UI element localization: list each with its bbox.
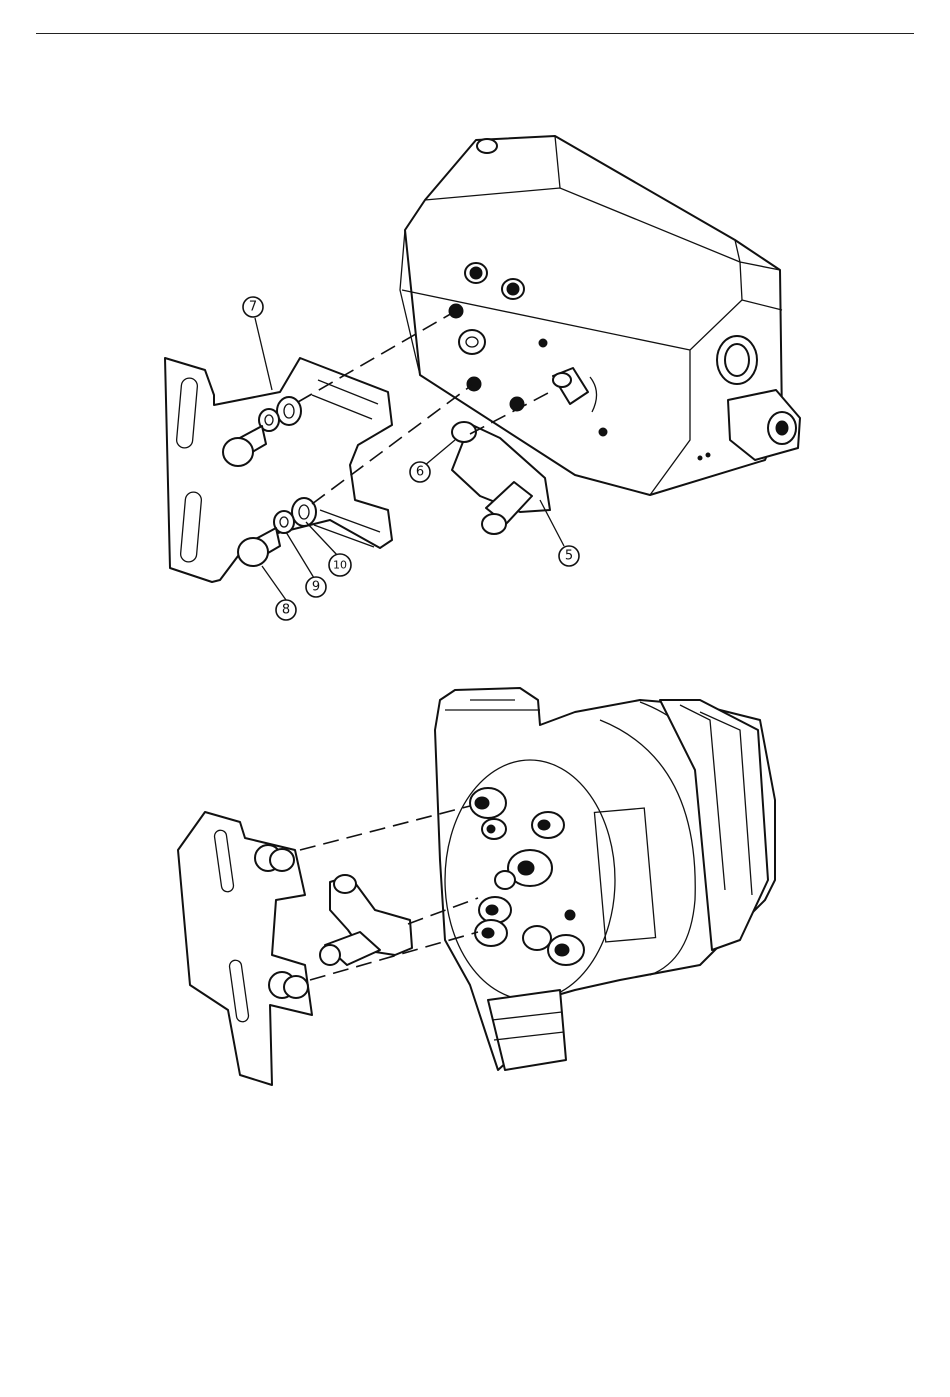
callout-7-label: 7 [249, 300, 257, 315]
mounting-bracket-angled [178, 812, 312, 1085]
callout-7: 7 [243, 297, 263, 317]
callout-5: 5 [559, 546, 579, 566]
callout-5-label: 5 [565, 549, 573, 564]
callout-8-label: 8 [282, 603, 290, 618]
callout-10-label: 10 [333, 559, 347, 572]
callout-9: 9 [306, 577, 326, 597]
callout-8: 8 [276, 600, 296, 620]
callout-6: 6 [410, 462, 430, 482]
callout-10: 10 [329, 554, 351, 576]
shaft-coupling-assembly-lower [320, 875, 412, 965]
callout-6-label: 6 [416, 465, 424, 480]
positioner-housing-cylindrical [435, 688, 775, 1070]
callout-9-label: 9 [312, 580, 320, 595]
